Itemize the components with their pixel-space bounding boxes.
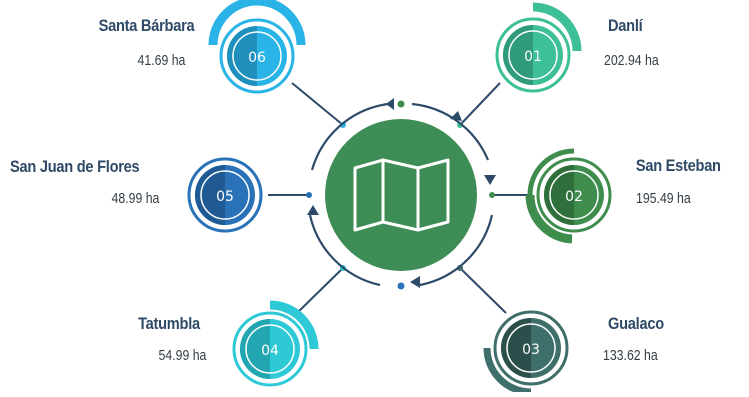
node-01: 01	[495, 2, 582, 93]
node-04: 04	[232, 300, 319, 387]
cycle-ring	[308, 102, 494, 287]
node-02-value: 195.49 ha	[636, 190, 691, 207]
node-06-number: 06	[248, 50, 266, 66]
node-01-name: Danlí	[608, 16, 643, 35]
connector-03	[459, 267, 507, 314]
node-06-name: Santa Bárbara	[98, 16, 194, 35]
ring-dot-bottom	[397, 282, 405, 290]
node-05-value: 48.99 ha	[111, 190, 159, 207]
node-05-number: 05	[216, 189, 234, 205]
connector-04	[294, 267, 344, 316]
node-03-name: Gualaco	[608, 314, 664, 333]
connector-06	[291, 82, 344, 126]
ring-dot-top	[397, 100, 405, 108]
node-04-number: 04	[261, 343, 279, 359]
node-05: 05	[187, 157, 263, 233]
node-01-number: 01	[524, 49, 542, 65]
node-01-value: 202.94 ha	[604, 52, 659, 69]
node-02: 02	[525, 148, 612, 244]
node-02-name: San Esteban	[636, 156, 721, 175]
node-04-value: 54.99 ha	[158, 347, 206, 364]
connectors	[268, 82, 532, 316]
node-04-name: Tatumbla	[138, 314, 200, 333]
node-06-value: 41.69 ha	[137, 52, 185, 69]
connector-01	[459, 82, 501, 126]
node-03-value: 133.62 ha	[603, 347, 658, 364]
center-circle	[325, 119, 477, 271]
node-05-name: San Juan de Flores	[10, 157, 140, 176]
node-03: 03	[483, 310, 569, 396]
map-icon	[353, 158, 450, 232]
node-03-number: 03	[522, 342, 540, 358]
cycle-arrowheads	[307, 98, 496, 288]
node-02-number: 02	[565, 189, 583, 205]
node-06: 06	[208, 0, 306, 94]
